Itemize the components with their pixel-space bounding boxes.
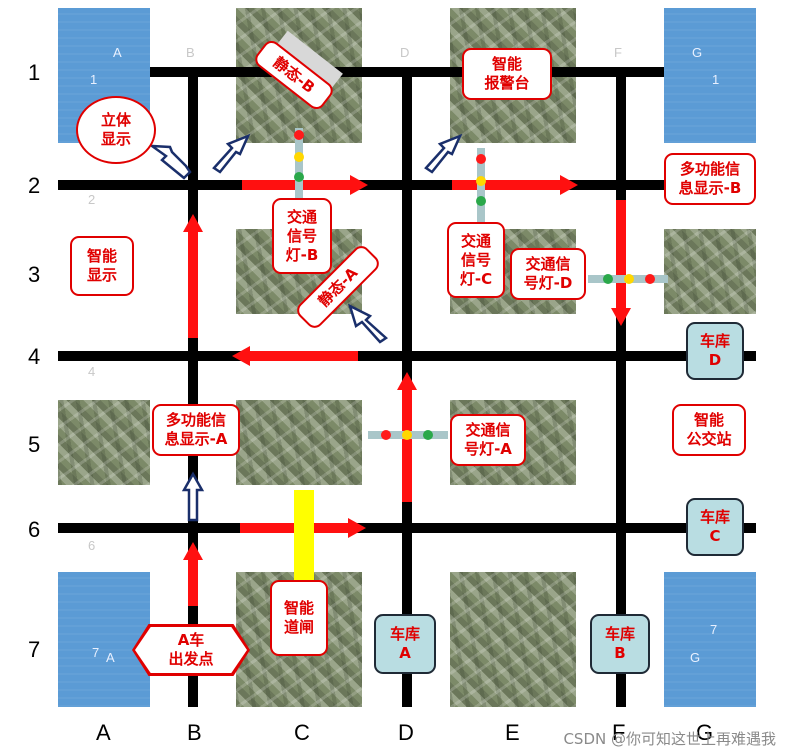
traffic-light-a-label: 交通信 号灯-A [450, 414, 526, 466]
traffic-light-a-green [423, 430, 433, 440]
ghost-label-d-top: D [400, 45, 410, 60]
col-label-d: D [398, 720, 414, 745]
row-label-1: 1 [28, 60, 41, 85]
garage-a: 车库 A [374, 614, 436, 674]
ghost-label-6: 6 [88, 538, 96, 553]
stereo-display-label: 立体 显示 [76, 96, 156, 164]
traffic-light-d-red [645, 274, 655, 284]
col-label-b: B [187, 720, 202, 745]
gate-bar [294, 490, 314, 585]
traffic-light-a-red [381, 430, 391, 440]
col-label-f: F [612, 720, 626, 745]
smart-display-label: 智能 显示 [70, 236, 134, 296]
traffic-light-b-green [294, 172, 304, 182]
col-label-g: G [696, 720, 714, 745]
traffic-light-c-label: 交通 信号 灯-C [447, 222, 505, 298]
watermark: CSDN @你可知这世上再难遇我 [563, 730, 776, 748]
ghost-label-a-top: A [113, 45, 122, 60]
col-label-c: C [294, 720, 310, 745]
block-e7 [450, 572, 576, 707]
ghost-label-g-top: G [692, 45, 703, 60]
smart-alarm-label: 智能 报警台 [462, 48, 552, 100]
block-a7 [58, 572, 150, 707]
route-arrow-e2-right [452, 175, 578, 195]
traffic-light-b-yellow [294, 152, 304, 162]
ghost-label-a-bottom: A [106, 650, 115, 665]
road-col-f [616, 67, 626, 707]
block-g7 [664, 572, 756, 707]
garage-b: 车库 B [590, 614, 650, 674]
block-g3 [664, 229, 756, 314]
smart-bus-station-label: 智能 公交站 [672, 404, 746, 456]
route-arrow-b3-up [183, 214, 203, 338]
hollow-arrow-c3 [347, 303, 389, 344]
traffic-light-a-yellow [402, 430, 412, 440]
smart-gate-label: 智能 道闸 [270, 580, 328, 656]
ghost-label-7-g: 7 [710, 622, 718, 637]
row-label-5: 5 [28, 432, 41, 457]
traffic-light-b-label: 交通 信号 灯-B [272, 198, 332, 274]
col-label-a: A [96, 720, 111, 745]
traffic-light-c-green [476, 196, 486, 206]
block-g1 [664, 8, 756, 143]
multi-display-a-label: 多功能信 息显示-A [152, 404, 240, 456]
car-a-start-inner: A车 出发点 [135, 627, 247, 673]
traffic-light-b-red [294, 130, 304, 140]
garage-c: 车库 C [686, 498, 744, 556]
hollow-arrow-b5 [181, 471, 205, 522]
traffic-light-c-red [476, 154, 486, 164]
ghost-label-1-a: 1 [90, 72, 98, 87]
block-c5 [236, 400, 362, 485]
hollow-arrow-e2 [424, 133, 463, 174]
ghost-label-b-top: B [186, 45, 195, 60]
multi-display-b-label: 多功能信 息显示-B [664, 153, 756, 205]
traffic-light-d-green [603, 274, 613, 284]
row-label-7: 7 [28, 637, 41, 662]
hollow-arrow-a2 [147, 144, 192, 180]
ghost-label-4: 4 [88, 364, 96, 379]
row-label-3: 3 [28, 262, 41, 287]
ghost-label-f-top: F [614, 45, 622, 60]
row-label-2: 2 [28, 173, 41, 198]
col-label-e: E [505, 720, 520, 745]
route-arrow-b7-up [183, 542, 203, 606]
traffic-light-d-yellow [624, 274, 634, 284]
ghost-label-2: 2 [88, 192, 96, 207]
ghost-label-g-bottom: G [690, 650, 701, 665]
route-arrow-c4-left [232, 346, 358, 366]
traffic-light-b-pole [295, 128, 303, 208]
ghost-label-7-a: 7 [92, 645, 100, 660]
route-arrow-f3-down [611, 200, 631, 326]
traffic-light-c-yellow [476, 176, 486, 186]
block-a5 [58, 400, 150, 485]
route-arrow-d5-up [397, 372, 417, 502]
traffic-light-d-label: 交通信 号灯-D [510, 248, 586, 300]
block-a1 [58, 8, 150, 143]
route-arrow-c2-right [242, 175, 368, 195]
garage-d: 车库 D [686, 322, 744, 380]
row-label-6: 6 [28, 517, 41, 542]
row-label-4: 4 [28, 344, 41, 369]
road-col-b [188, 67, 198, 707]
ghost-label-1-g: 1 [712, 72, 720, 87]
hollow-arrow-c2 [212, 133, 251, 174]
